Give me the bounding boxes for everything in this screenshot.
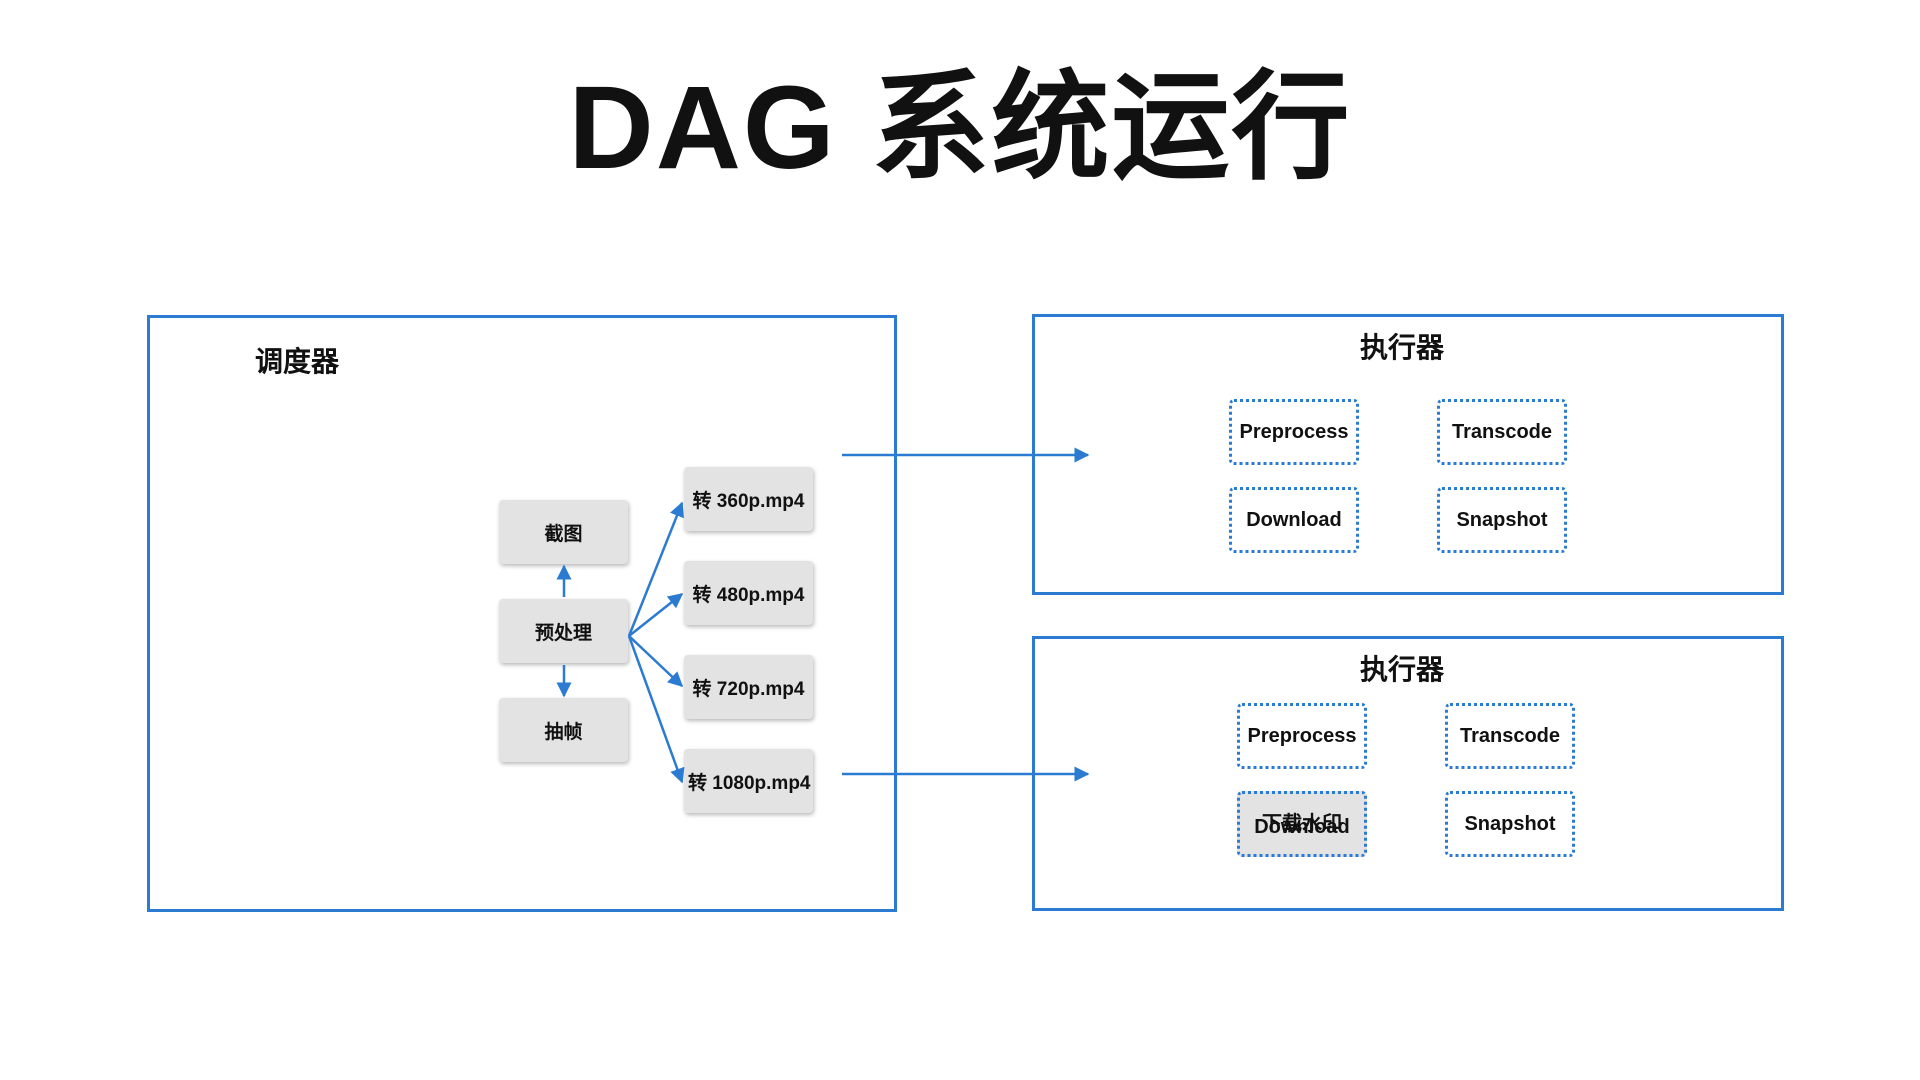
node-transcode-1080p: 转 1080p.mp4 (684, 749, 813, 813)
worker-snapshot-1: Snapshot (1437, 487, 1567, 553)
node-transcode-480p: 转 480p.mp4 (684, 561, 813, 625)
worker-snapshot-2: Snapshot (1445, 791, 1575, 857)
node-frame-extract: 抽帧 (499, 698, 628, 762)
worker-preprocess-2: Preprocess (1237, 703, 1367, 769)
executor-label-1: 执行器 (1360, 332, 1445, 363)
node-screenshot: 截图 (499, 500, 628, 564)
worker-download-1: Download (1229, 487, 1359, 553)
worker-transcode-2: Transcode (1445, 703, 1575, 769)
worker-download-2-label: Download (1254, 816, 1350, 838)
scheduler-frame (147, 315, 897, 912)
node-transcode-720p: 转 720p.mp4 (684, 655, 813, 719)
worker-preprocess-1: Preprocess (1229, 399, 1359, 465)
executor-label-2: 执行器 (1360, 654, 1445, 685)
page-title: DAG 系统运行 (568, 62, 1352, 194)
worker-transcode-1: Transcode (1437, 399, 1567, 465)
worker-download-2: 下载水印 Download (1237, 791, 1367, 857)
download-watermark-task-label: 下载水印 (1262, 813, 1342, 835)
node-preprocess: 预处理 (499, 599, 628, 663)
node-transcode-360p: 转 360p.mp4 (684, 467, 813, 531)
scheduler-label: 调度器 (255, 346, 340, 377)
